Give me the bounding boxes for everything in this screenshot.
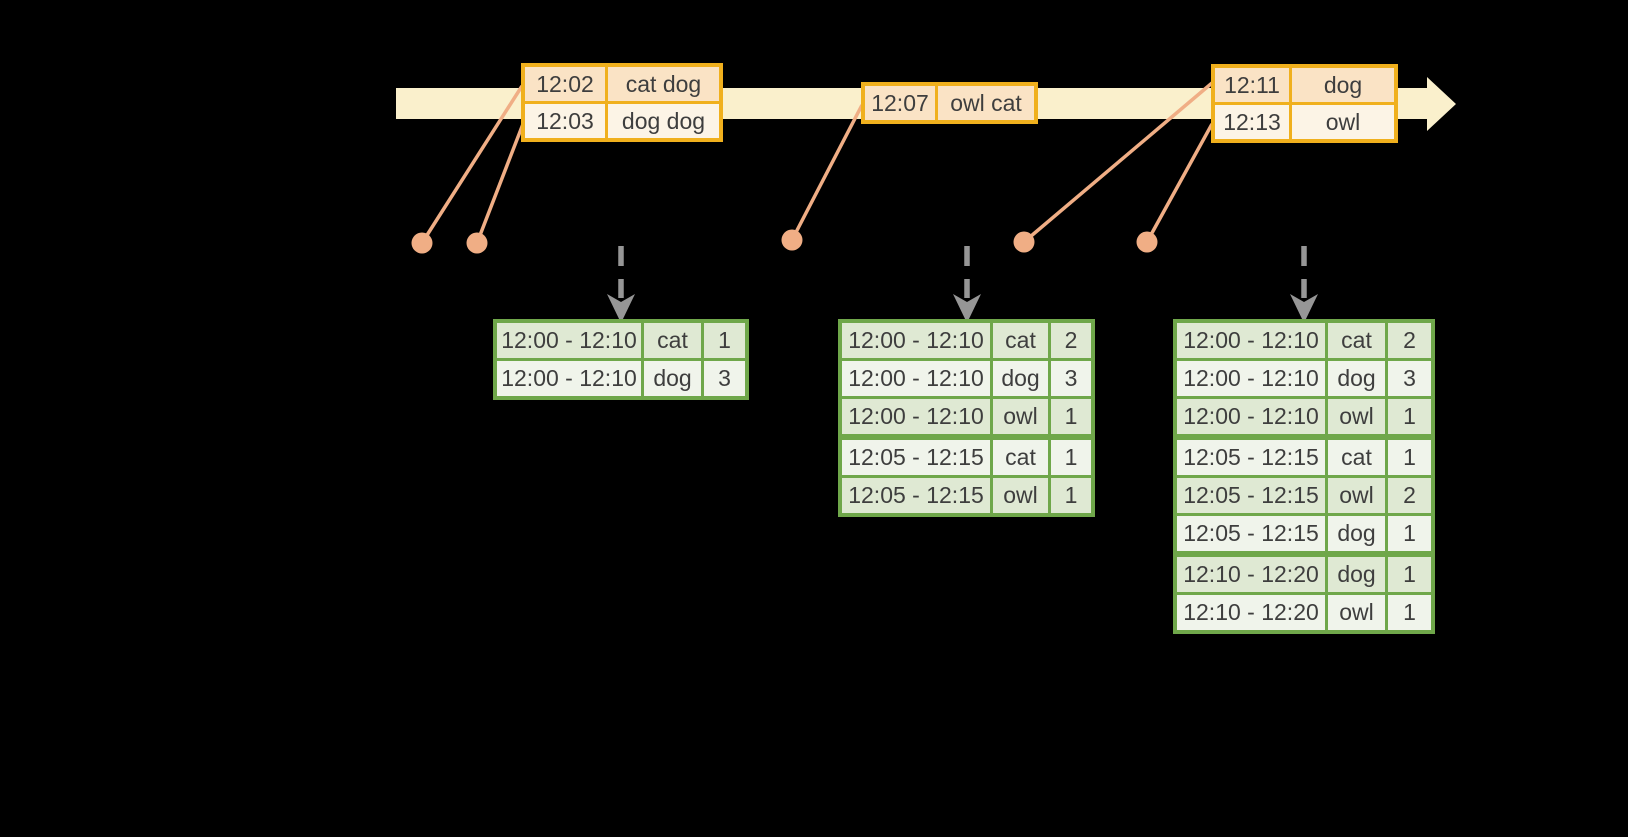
count-cell: 3 (1051, 361, 1091, 396)
count-cell: 1 (1388, 516, 1431, 551)
event-words-cell: dog (1292, 68, 1394, 102)
count-cell: 2 (1051, 323, 1091, 358)
count-cell: 3 (1388, 361, 1431, 396)
result-row: 12:00 - 12:10 owl 1 (842, 399, 1091, 434)
event-dot (1136, 231, 1158, 253)
connector-line (475, 123, 525, 244)
window-cell: 12:00 - 12:10 (497, 361, 641, 396)
event-time-cell: 12:11 (1215, 68, 1289, 102)
connector-line (790, 104, 864, 241)
trigger-arrow (607, 246, 635, 323)
word-cell: owl (1328, 595, 1385, 630)
event-dot (411, 232, 433, 254)
result-row: 12:00 - 12:10 dog 3 (842, 361, 1091, 396)
result-row: 12:05 - 12:15 cat 1 (1177, 440, 1431, 475)
result-row: 12:10 - 12:20 owl 1 (1177, 595, 1431, 630)
event-dot (466, 232, 488, 254)
result-row: 12:05 - 12:15 owl 1 (842, 478, 1091, 513)
result-row: 12:00 - 12:10 owl 1 (1177, 399, 1431, 434)
count-cell: 1 (1388, 440, 1431, 475)
event-row: 12:13 owl (1215, 105, 1394, 139)
trigger-arrow (1290, 246, 1318, 323)
count-cell: 1 (1388, 557, 1431, 592)
event-table-1202: 12:02 cat dog 12:03 dog dog (521, 63, 723, 142)
count-cell: 1 (1388, 595, 1431, 630)
connector-line (1145, 123, 1214, 243)
event-dot (1013, 231, 1035, 253)
window-cell: 12:05 - 12:15 (1177, 478, 1325, 513)
event-table-1207: 12:07 owl cat (861, 82, 1038, 124)
result-row: 12:00 - 12:10 cat 1 (497, 323, 745, 358)
word-cell: dog (644, 361, 701, 396)
event-words-cell: cat dog (608, 67, 719, 101)
count-cell: 2 (1388, 478, 1431, 513)
result-row: 12:00 - 12:10 dog 3 (1177, 361, 1431, 396)
window-cell: 12:05 - 12:15 (842, 478, 990, 513)
result-table-2: 12:00 - 12:10 cat 2 12:00 - 12:10 dog 3 … (838, 319, 1095, 517)
result-row: 12:05 - 12:15 cat 1 (842, 440, 1091, 475)
result-row: 12:00 - 12:10 cat 2 (1177, 323, 1431, 358)
window-cell: 12:00 - 12:10 (842, 399, 990, 434)
event-words-cell: dog dog (608, 104, 719, 138)
connector-line (420, 85, 524, 244)
event-words-cell: owl cat (938, 86, 1034, 120)
word-cell: owl (1328, 478, 1385, 513)
window-cell: 12:05 - 12:15 (1177, 516, 1325, 551)
window-cell: 12:00 - 12:10 (842, 323, 990, 358)
word-cell: cat (993, 323, 1048, 358)
window-cell: 12:10 - 12:20 (1177, 557, 1325, 592)
window-cell: 12:10 - 12:20 (1177, 595, 1325, 630)
word-cell: owl (993, 478, 1048, 513)
result-row: 12:05 - 12:15 owl 2 (1177, 478, 1431, 513)
window-cell: 12:00 - 12:10 (842, 361, 990, 396)
result-table-1: 12:00 - 12:10 cat 1 12:00 - 12:10 dog 3 (493, 319, 749, 400)
event-time-cell: 12:03 (525, 104, 605, 138)
word-cell: dog (1328, 557, 1385, 592)
word-cell: dog (1328, 516, 1385, 551)
result-row: 12:00 - 12:10 cat 2 (842, 323, 1091, 358)
count-cell: 3 (704, 361, 745, 396)
word-cell: cat (1328, 323, 1385, 358)
event-time-cell: 12:07 (865, 86, 935, 120)
trigger-arrow-head (607, 294, 635, 323)
window-cell: 12:00 - 12:10 (497, 323, 641, 358)
result-table-3: 12:00 - 12:10 cat 2 12:00 - 12:10 dog 3 … (1173, 319, 1435, 634)
word-cell: owl (1328, 399, 1385, 434)
window-cell: 12:05 - 12:15 (1177, 440, 1325, 475)
result-row: 12:00 - 12:10 dog 3 (497, 361, 745, 396)
word-cell: owl (993, 399, 1048, 434)
count-cell: 1 (704, 323, 745, 358)
event-time-cell: 12:13 (1215, 105, 1289, 139)
window-cell: 12:00 - 12:10 (1177, 323, 1325, 358)
count-cell: 2 (1388, 323, 1431, 358)
word-cell: cat (1328, 440, 1385, 475)
count-cell: 1 (1051, 440, 1091, 475)
trigger-arrow-head (1290, 294, 1318, 323)
count-cell: 1 (1388, 399, 1431, 434)
result-row: 12:05 - 12:15 dog 1 (1177, 516, 1431, 551)
count-cell: 1 (1051, 478, 1091, 513)
result-row: 12:10 - 12:20 dog 1 (1177, 557, 1431, 592)
trigger-arrow (953, 246, 981, 323)
connector-line (1022, 81, 1214, 244)
event-dot (781, 229, 803, 251)
event-table-1211: 12:11 dog 12:13 owl (1211, 64, 1398, 143)
word-cell: cat (644, 323, 701, 358)
window-cell: 12:05 - 12:15 (842, 440, 990, 475)
count-cell: 1 (1051, 399, 1091, 434)
window-cell: 12:00 - 12:10 (1177, 361, 1325, 396)
event-row: 12:11 dog (1215, 68, 1394, 102)
event-time-cell: 12:02 (525, 67, 605, 101)
event-words-cell: owl (1292, 105, 1394, 139)
event-row: 12:07 owl cat (865, 86, 1034, 120)
word-cell: cat (993, 440, 1048, 475)
trigger-arrow-head (953, 294, 981, 323)
event-row: 12:02 cat dog (525, 67, 719, 101)
word-cell: dog (993, 361, 1048, 396)
window-cell: 12:00 - 12:10 (1177, 399, 1325, 434)
word-cell: dog (1328, 361, 1385, 396)
event-row: 12:03 dog dog (525, 104, 719, 138)
